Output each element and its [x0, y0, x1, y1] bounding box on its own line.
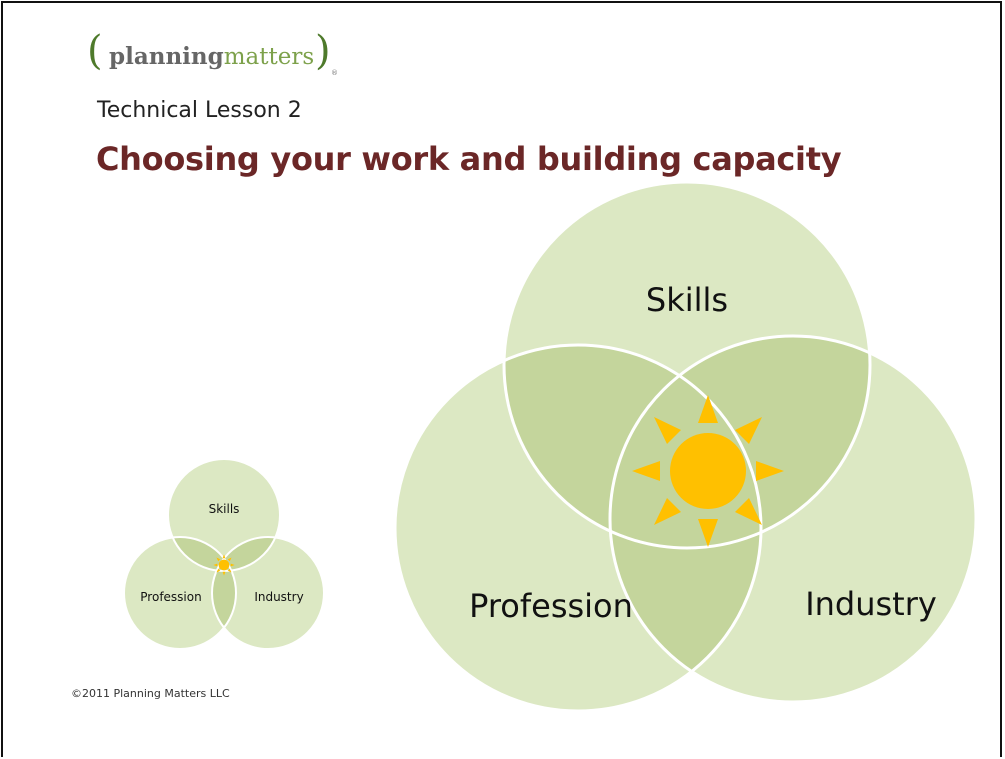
- industry-label: Industry: [805, 585, 937, 623]
- logo-word-matters: matters: [223, 44, 315, 70]
- skills-label: Skills: [646, 281, 728, 319]
- small-skills-label: Skills: [209, 502, 240, 516]
- logo-left-paren: (: [87, 28, 103, 74]
- industry-circle-outline: [608, 334, 978, 704]
- small-skills-industry-overlap: [212, 537, 280, 571]
- small-sun-icon: [213, 554, 235, 576]
- small-venn: Skills Profession Industry: [123, 458, 325, 650]
- registered-mark: ®: [331, 69, 338, 77]
- copyright-notice: ©2011 Planning Matters LLC: [71, 687, 230, 700]
- sun-icon: [632, 395, 784, 547]
- profession-circle-outline: [393, 343, 763, 713]
- small-profession-label: Profession: [140, 590, 201, 604]
- logo-word-planning: planning: [109, 43, 224, 70]
- venn-diagrams: Skills Profession Industry Skills Profes…: [123, 180, 978, 713]
- small-skills-profession-overlap: [168, 537, 236, 571]
- logo-right-paren: ): [315, 28, 331, 74]
- slide-title: Choosing your work and building capacity: [96, 140, 842, 178]
- small-skills-outline: [167, 458, 281, 572]
- logo-wordmark: planningmatters: [109, 45, 314, 69]
- profession-label: Profession: [469, 587, 633, 625]
- small-industry-outline: [211, 536, 325, 650]
- small-industry-label: Industry: [254, 590, 303, 604]
- lesson-subtitle: Technical Lesson 2: [97, 98, 302, 123]
- large-venn: Skills Profession Industry: [393, 180, 978, 713]
- small-profession-outline: [123, 536, 237, 650]
- skills-circle-outline: [502, 180, 872, 550]
- profession-industry-overlap: [610, 345, 761, 702]
